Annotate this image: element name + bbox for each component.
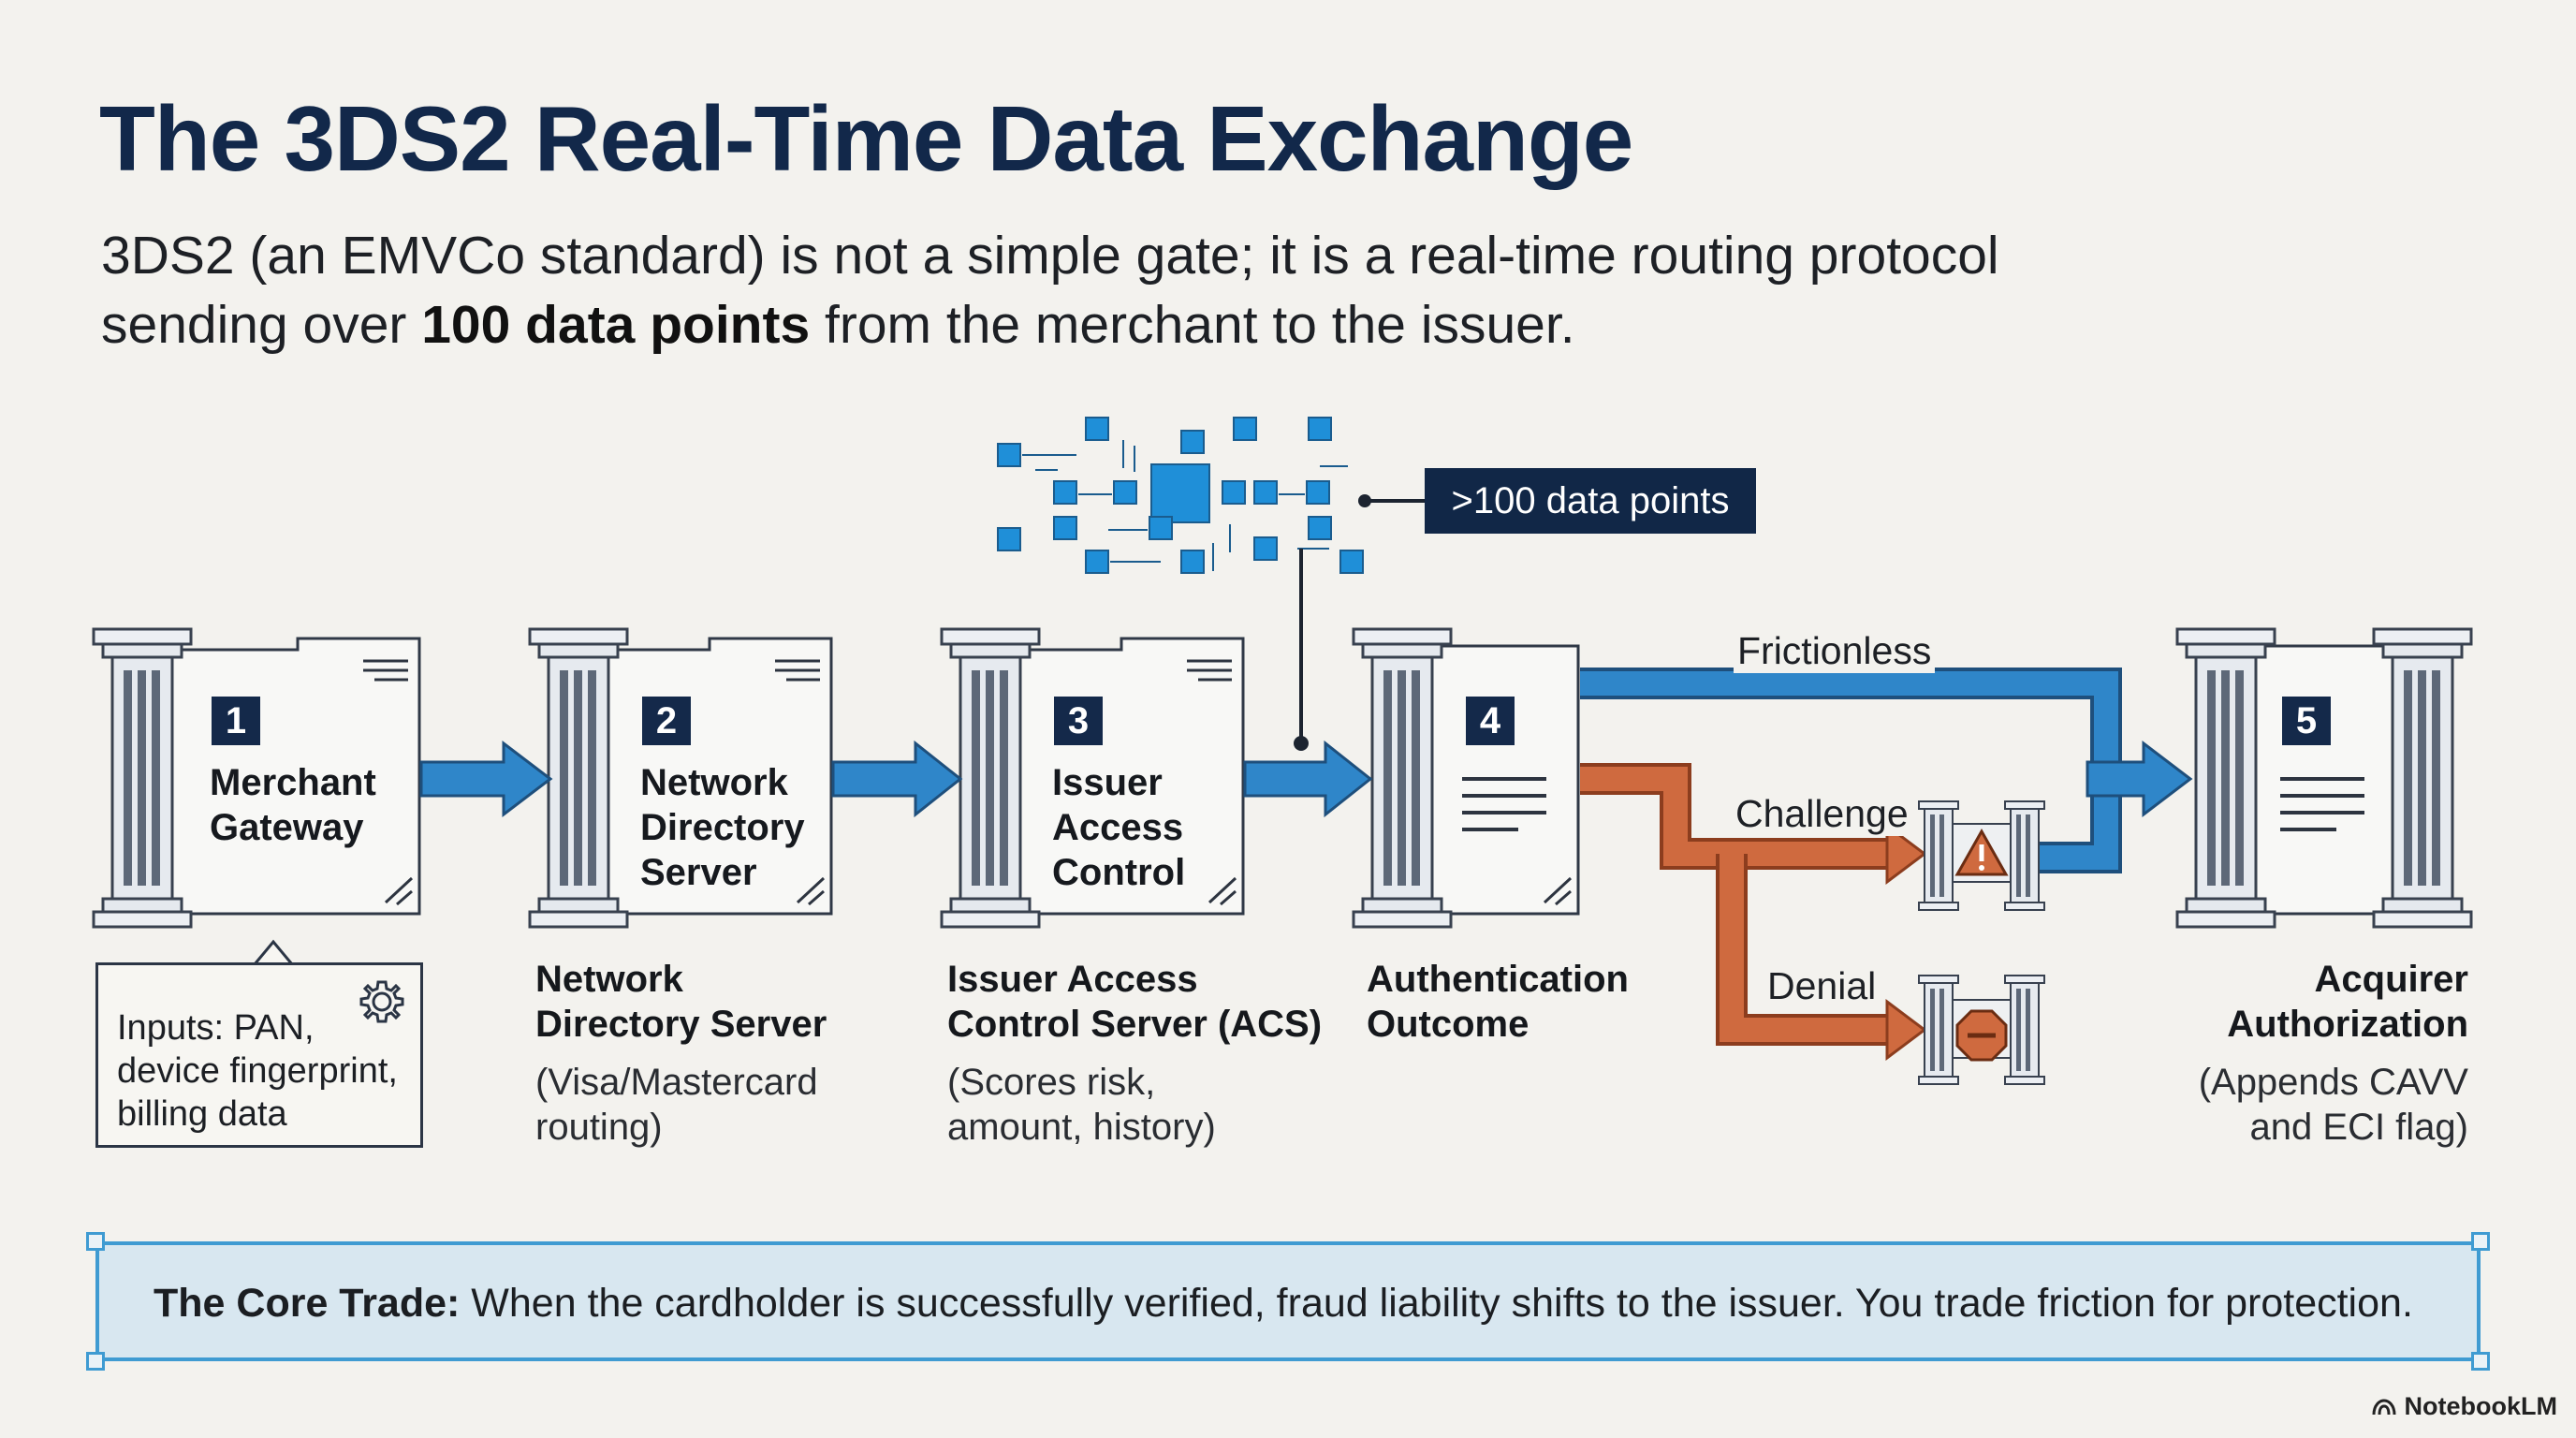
core-trade-callout: The Core Trade: When the cardholder is s… [95,1241,2481,1361]
core-trade-text: The Core Trade: When the cardholder is s… [154,1281,2413,1326]
notebooklm-logo-icon [2372,1399,2396,1416]
stage-4-caption: Authentication Outcome [1367,959,1629,1045]
step-1-badge: 1 [212,697,260,745]
stop-icon [1955,1009,2008,1062]
callout-corner-handle [86,1352,105,1371]
data-points-cluster-icon [997,417,1364,574]
callout-corner-handle [2471,1232,2490,1251]
warning-icon [1954,828,2009,876]
inputs-card: Inputs: PAN,device fingerprint,billing d… [95,962,423,1148]
frictionless-label: Frictionless [1734,629,1936,673]
callout-corner-handle [2471,1352,2490,1371]
subtitle-line-2: sending over 100 data points from the me… [101,295,1575,355]
slide-title: The 3DS2 Real-Time Data Exchange [99,87,1633,190]
challenge-label: Challenge [1732,792,1912,836]
inputs-text: Inputs: PAN,device fingerprint,billing d… [117,1008,398,1134]
brand-logo: NotebookLM [2371,1392,2557,1421]
step-5-badge: 5 [2282,697,2331,745]
data-points-badge: >100 data points [1425,468,1756,534]
stage-5-caption: Acquirer Authorization (Appends CAVV and… [2198,959,2468,1148]
callout-corner-handle [86,1232,105,1251]
stage-2-caption: Network Directory Server (Visa/Mastercar… [535,959,827,1148]
authentication-outcome-box [1406,644,1580,916]
subtitle-line-1: 3DS2 (an EMVCo standard) is not a simple… [101,226,1999,286]
stage-3-caption: Issuer Access Control Server (ACS) (Scor… [947,959,1323,1148]
step-2-badge: 2 [642,697,691,745]
step-4-badge: 4 [1466,697,1515,745]
gear-icon [359,980,404,1023]
denial-label: Denial [1764,964,1881,1008]
slide-subtitle: 3DS2 (an EMVCo standard) is not a simple… [101,221,2254,360]
step-3-badge: 3 [1054,697,1103,745]
